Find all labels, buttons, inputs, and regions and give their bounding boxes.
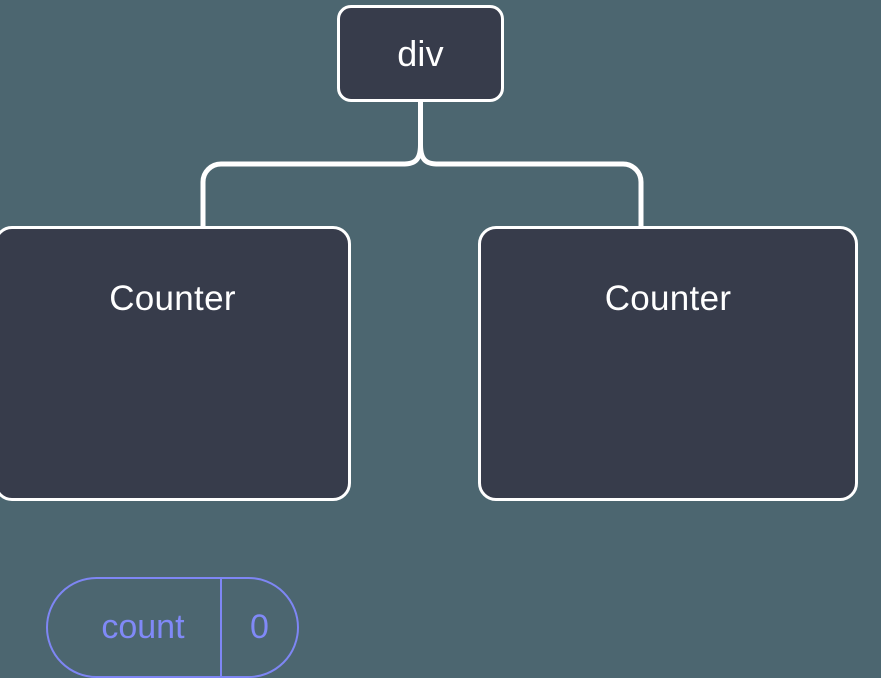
state-key-left: count — [101, 608, 185, 646]
connector-branch-right — [418, 144, 644, 226]
diagram-canvas: div Counter count 0 Counter count 1 — [0, 5, 858, 678]
node-counter-left[interactable]: Counter count 0 — [0, 226, 351, 678]
node-counter-left-heading: Counter — [109, 279, 236, 318]
node-div-label: div — [397, 32, 444, 74]
node-counter-right-heading: Counter — [604, 279, 732, 318]
node-div[interactable]: div — [337, 5, 504, 102]
state-value-left: 0 — [219, 579, 297, 676]
state-pill-left[interactable]: count 0 — [46, 577, 299, 678]
connector-branch-left — [200, 144, 423, 226]
node-counter-right[interactable]: Counter count 1 — [478, 226, 858, 501]
